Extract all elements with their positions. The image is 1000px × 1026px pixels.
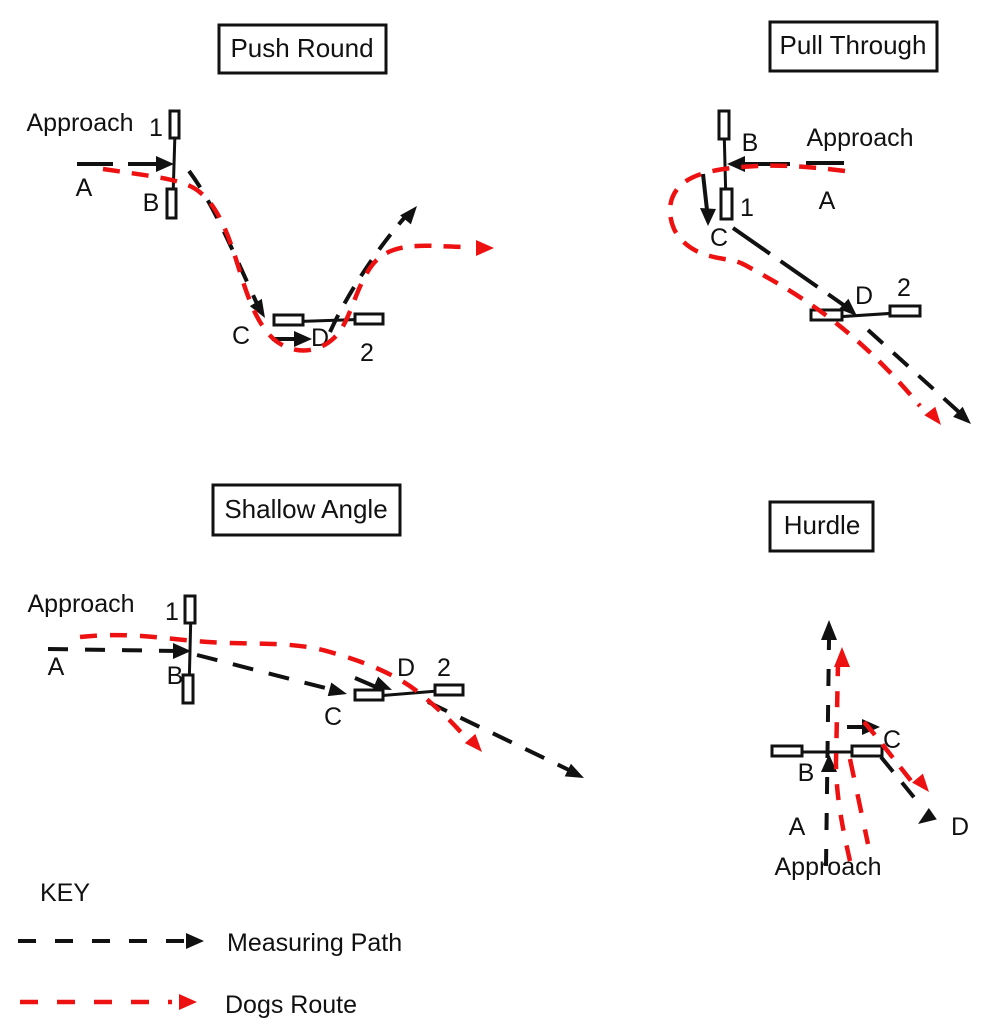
- shallow-angle-measuring-c-to-d: [354, 676, 377, 689]
- push-round-jump1-top-wing: [168, 109, 181, 140]
- shallow-angle-jump2-left-wing: [353, 688, 385, 702]
- push-round-exit-arrow-icon: [400, 206, 417, 225]
- shallow-angle-point-a-label: A: [48, 653, 65, 681]
- hurdle-dogs-route-turn: [862, 720, 914, 784]
- hurdle-top-arrow-icon: [821, 620, 837, 640]
- push-round-dogs-route: [102, 166, 471, 353]
- hurdle-point-b-label: B: [798, 759, 815, 787]
- pull-through-title-box: [768, 20, 939, 73]
- key-heading: KEY: [40, 879, 90, 907]
- pull-through-diagram: Pull Through Approach A B 1 C D 2: [667, 20, 971, 425]
- shallow-angle-dogs-route-arrow-icon: [464, 733, 482, 752]
- pull-through-point-b-label: B: [742, 129, 759, 157]
- hurdle-point-c-label: C: [883, 726, 901, 754]
- shallow-angle-jump2-label: 2: [437, 654, 451, 682]
- pull-through-point-d-label: D: [855, 282, 873, 310]
- hurdle-dogs-route-takeoff: [847, 758, 871, 845]
- push-round-point-d-label: D: [311, 324, 329, 352]
- hurdle-dogs-route-straight: [833, 663, 853, 862]
- shallow-angle-exit-arrow-icon: [564, 763, 584, 778]
- shallow-angle-jump1-bottom-wing: [181, 673, 195, 705]
- push-round-measuring-b-to-c: [187, 169, 260, 307]
- shallow-angle-d-arrow-icon: [372, 676, 392, 690]
- shallow-angle-title: Shallow Angle: [224, 494, 387, 524]
- pull-through-jump1-top-wing: [717, 109, 731, 141]
- key-dogs-route-arrow-icon: [179, 994, 197, 1010]
- pull-through-measuring-exit: [866, 328, 962, 415]
- hurdle-dogs-route-top-arrow-icon: [834, 647, 850, 667]
- pull-through-title: Pull Through: [780, 30, 927, 60]
- hurdle-diagram: Hurdle B A C D Approach: [768, 500, 969, 881]
- hurdle-jump-right-wing: [850, 744, 884, 758]
- pull-through-c-arrow-icon: [700, 208, 716, 226]
- hurdle-title: Hurdle: [784, 510, 861, 540]
- push-round-point-c-label: C: [232, 322, 250, 350]
- shallow-angle-jump1-top-wing: [183, 594, 197, 625]
- push-round-jump1-bottom-wing: [165, 187, 178, 220]
- push-round-d-arrow-icon: [294, 331, 312, 347]
- key-measuring-path-label: Measuring Path: [227, 929, 402, 957]
- pull-through-point-a-label: A: [819, 187, 836, 215]
- pull-through-jump1-label: 1: [740, 194, 754, 222]
- push-round-diagram: Push Round Approach A B 1 C D 2: [26, 23, 494, 367]
- pull-through-exit-arrow-icon: [953, 406, 971, 424]
- shallow-angle-c-arrow-icon: [327, 682, 347, 697]
- shallow-angle-dogs-route: [79, 632, 470, 742]
- key-legend: KEY Measuring Path Dogs Route: [18, 879, 402, 1019]
- pull-through-jump2-right-wing: [888, 304, 922, 318]
- push-round-title-box: [217, 23, 388, 75]
- shallow-angle-approach-arrow-icon: [173, 643, 191, 659]
- hurdle-point-a-label: A: [789, 813, 806, 841]
- shallow-angle-measuring-b-to-c: [196, 653, 338, 693]
- push-round-jump2-left-wing: [272, 313, 305, 327]
- pull-through-d-arrow-icon: [839, 298, 857, 316]
- pull-through-approach-label: Approach: [806, 124, 913, 152]
- shallow-angle-measuring-approach: [47, 647, 180, 653]
- hurdle-title-box: [768, 500, 875, 553]
- shallow-angle-approach-label: Approach: [27, 590, 134, 618]
- shallow-angle-measuring-exit: [427, 700, 574, 774]
- pull-through-dogs-route: [667, 163, 922, 408]
- hurdle-measuring-c-to-d: [879, 755, 919, 803]
- shallow-angle-title-box: [211, 483, 402, 537]
- pull-through-measuring-c-to-d: [731, 226, 847, 308]
- push-round-approach-arrow-icon: [156, 156, 174, 172]
- key-measuring-path-arrow-icon: [186, 933, 204, 949]
- push-round-measuring-exit: [328, 214, 408, 333]
- shallow-angle-diagram: Shallow Angle Approach A B 1 C D 2: [27, 483, 584, 778]
- push-round-c-arrow-icon: [249, 298, 265, 318]
- pull-through-point-c-label: C: [710, 224, 728, 252]
- push-round-jump1-label: 1: [149, 114, 163, 142]
- push-round-jump2-right-wing: [353, 312, 385, 326]
- pull-through-approach-arrow-icon: [727, 156, 745, 172]
- pull-through-jump2-label: 2: [897, 274, 911, 302]
- hurdle-dogs-route-d-arrow-icon: [912, 773, 929, 792]
- key-dogs-route-label: Dogs Route: [225, 991, 357, 1019]
- push-round-title: Push Round: [230, 33, 373, 63]
- shallow-angle-point-c-label: C: [324, 703, 342, 731]
- shallow-angle-point-b-label: B: [167, 662, 184, 690]
- pull-through-measuring-b-to-c: [701, 173, 709, 211]
- push-round-approach-label: Approach: [26, 109, 133, 137]
- shallow-angle-jump2-right-wing: [433, 683, 465, 697]
- hurdle-d-arrow-icon: [918, 808, 937, 824]
- pull-through-dogs-route-arrow-icon: [924, 406, 941, 425]
- push-round-dogs-route-arrow-icon: [476, 240, 494, 256]
- hurdle-b-arrow-icon: [821, 754, 837, 772]
- shallow-angle-point-d-label: D: [397, 654, 415, 682]
- push-round-point-a-label: A: [76, 174, 93, 202]
- push-round-jump1-pole: [171, 131, 177, 199]
- shallow-angle-jump1-label: 1: [165, 598, 179, 626]
- hurdle-point-d-label: D: [951, 813, 969, 841]
- push-round-point-b-label: B: [143, 189, 160, 217]
- hurdle-measuring-vertical: [824, 639, 831, 867]
- pull-through-jump1-bottom-wing: [719, 187, 734, 221]
- hurdle-jump-left-wing: [770, 744, 804, 758]
- push-round-jump2-label: 2: [360, 339, 374, 367]
